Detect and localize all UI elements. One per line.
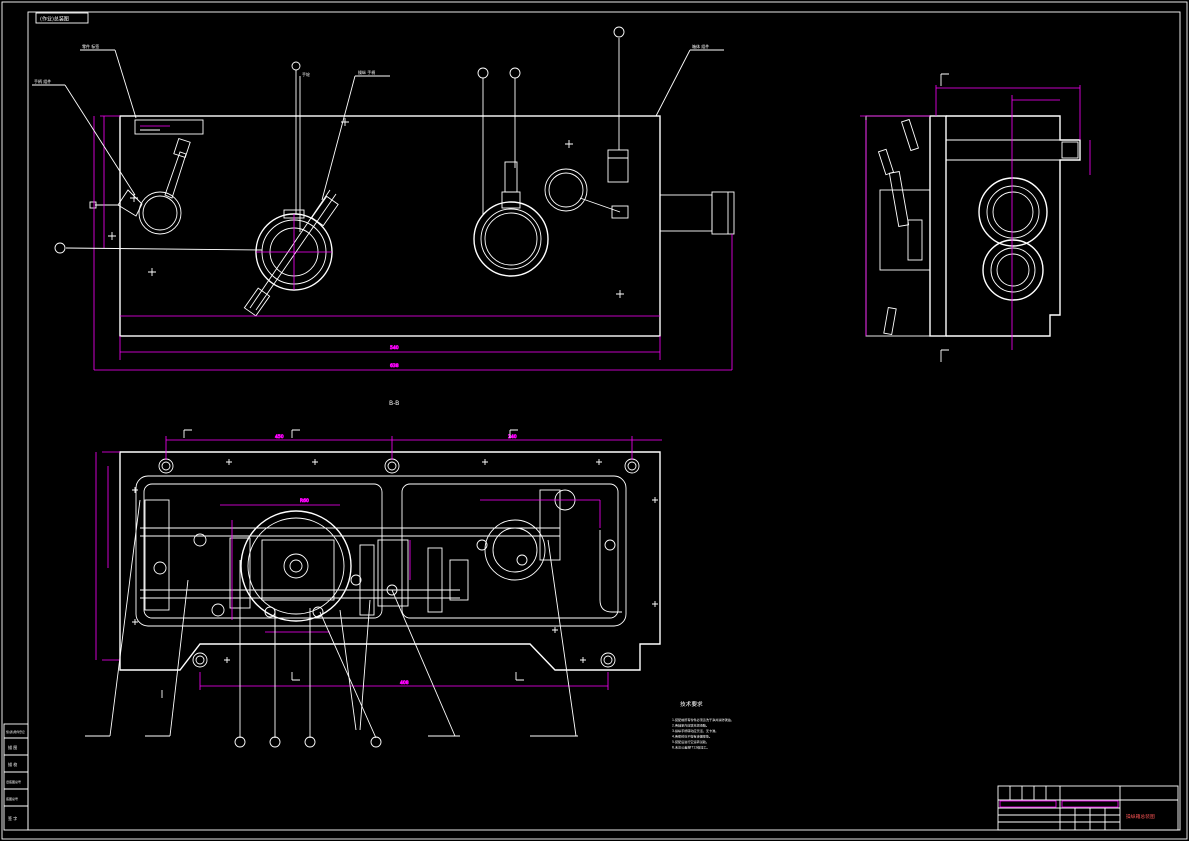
svg-text:R60: R60	[300, 498, 309, 504]
svg-text:操纵 手柄: 操纵 手柄	[358, 69, 375, 75]
drawing-name: 操纵箱总装图	[1126, 813, 1155, 820]
note-line-0: 1.装配前所有零件必须清洗干净并涂防锈油。	[672, 717, 734, 722]
technical-notes: 技术要求 1.装配前所有零件必须清洗干净并涂防锈油。 2.各轴承内应填充润滑脂。…	[672, 700, 734, 750]
svg-text:箱体 组件: 箱体 组件	[692, 43, 709, 49]
section-label: B-B	[389, 400, 399, 407]
svg-text:450: 450	[275, 434, 284, 440]
corner-tag-text: (作业)总装图	[40, 16, 69, 23]
svg-text:零件 标签: 零件 标签	[82, 43, 99, 49]
front-view: 540 638 零件 标签 手柄 组件	[32, 26, 735, 371]
strip-cell-0: 借(通)用件登记	[6, 730, 25, 734]
section-view: 450 240 408 R60	[85, 429, 662, 748]
strip-cell-1: 描 图	[8, 744, 17, 750]
note-line-1: 2.各轴承内应填充润滑脂。	[672, 723, 709, 728]
title-block: 操纵箱总装图	[997, 785, 1179, 831]
corner-tag: (作业)总装图	[35, 12, 89, 24]
strip-cell-2: 描 校	[8, 761, 17, 767]
strip-cell-4: 底图总号	[6, 796, 18, 801]
svg-text:手柄 组件: 手柄 组件	[34, 78, 51, 84]
svg-text:240: 240	[508, 434, 517, 440]
note-line-4: 5.装配后进行空运转试验。	[672, 739, 709, 744]
svg-text:手轮: 手轮	[302, 71, 310, 77]
left-revision-strip: 借(通)用件登记 描 图 描 校 旧底图总号 底图总号 签 字	[3, 723, 29, 831]
note-line-3: 4.各密封处不得有渗漏现象。	[672, 734, 712, 739]
svg-text:540: 540	[390, 345, 399, 351]
strip-cell-5: 签 字	[8, 815, 17, 821]
strip-cell-3: 旧底图总号	[6, 779, 21, 784]
svg-text:638: 638	[390, 363, 399, 369]
note-line-5: 6.未注公差按IT12级加工。	[672, 745, 710, 750]
side-view	[860, 73, 1091, 362]
notes-title: 技术要求	[680, 700, 703, 708]
note-line-2: 3.操纵手柄转动应灵活，无卡滞。	[672, 728, 718, 733]
svg-text:408: 408	[400, 680, 409, 686]
